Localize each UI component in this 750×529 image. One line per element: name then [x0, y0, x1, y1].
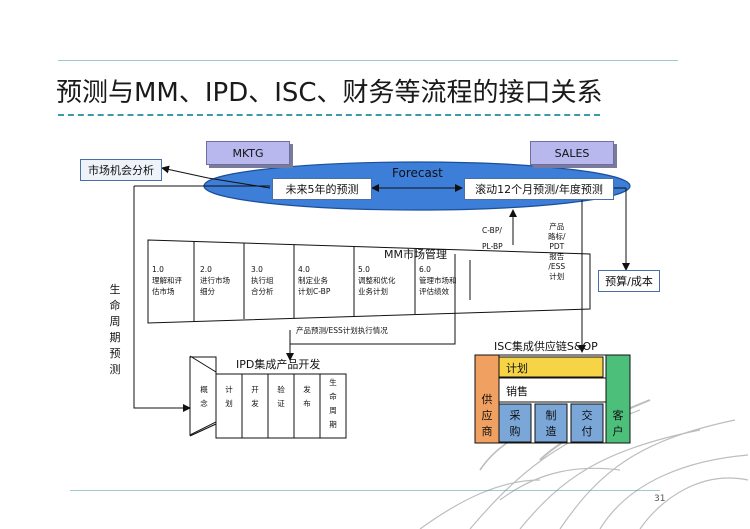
ipd-cell-lifecycle: 生命周期: [329, 378, 337, 429]
isc-sales: 销售: [506, 385, 528, 398]
mm-separators: [193, 241, 416, 321]
isc-manufacture: 制造: [545, 409, 557, 438]
sales-tag: SALES: [530, 141, 614, 165]
isc-customer-bar: [605, 354, 631, 444]
ipd-title: IPD集成产品开发: [236, 358, 321, 371]
isc-plan: 计划: [506, 362, 528, 375]
ipd-cell-concept: 概念: [200, 385, 208, 408]
page-title: 预测与MM、IPD、ISC、财务等流程的接口关系: [56, 78, 603, 108]
budget-cost-box: 预算/成本: [598, 270, 660, 292]
ipd-cell-plan: 计划: [225, 385, 233, 408]
isc-supplier: 供应商: [481, 393, 493, 438]
isc-title: ISC集成供应链S&OP: [494, 340, 598, 353]
ipd-cell-develop: 开发: [251, 385, 259, 408]
isc-purchase: 采购: [509, 409, 521, 438]
ipd-cell-frame-1: [215, 373, 243, 439]
mm-title: MM市场管理: [384, 248, 447, 261]
ipd-cell-verify: 验证: [277, 385, 285, 408]
isc-customer: 客户: [612, 409, 624, 438]
isc-supplier-bar: [474, 354, 500, 444]
mktg-tag: MKTG: [206, 141, 290, 165]
bottom-divider: [70, 490, 660, 491]
title-underline: [58, 114, 600, 116]
page-number: 31: [654, 494, 666, 504]
isc-plan-bar: [498, 356, 604, 378]
top-divider: [58, 60, 678, 61]
isc-deliver: 交付: [581, 409, 593, 438]
market-opportunity-box: 市场机会分析: [80, 159, 162, 181]
cbp-label: C-BP/PL-BP: [482, 226, 503, 251]
five-year-forecast-box: 未来5年的预测: [272, 178, 372, 200]
mm-funnel: [147, 239, 591, 324]
forecast-label: Forecast: [392, 166, 443, 180]
ipd-cell-release: 发布: [303, 385, 311, 408]
rolling-forecast-box: 滚动12个月预测/年度预测: [464, 178, 614, 200]
isc-sales-bar: [498, 377, 607, 403]
lifecycle-forecast-label: 生命周期预测: [109, 283, 121, 376]
product-forecast-label: 产品预测/ESS计划执行情况: [296, 326, 388, 335]
